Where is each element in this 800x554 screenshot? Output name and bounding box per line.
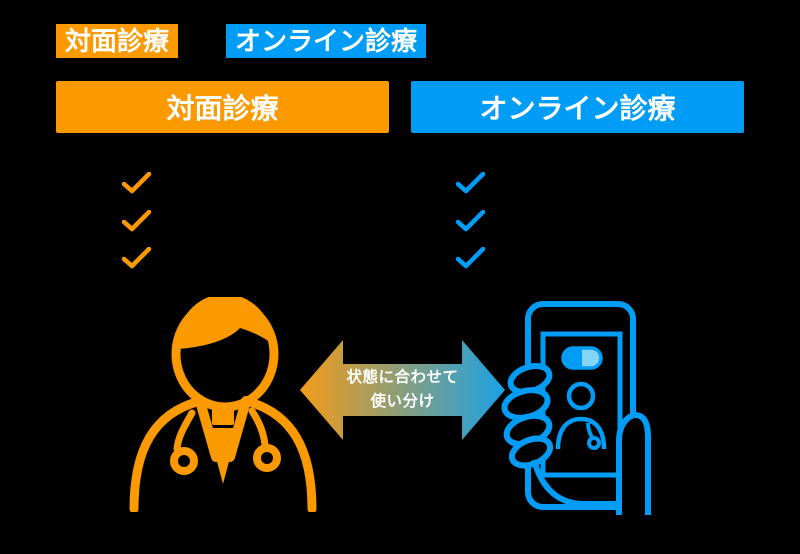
check-icon: [122, 210, 152, 232]
check-icon: [122, 172, 152, 194]
legend-label-in-person: 対面診療: [56, 24, 179, 58]
check-icon: [456, 247, 486, 269]
doctor-tie: [208, 407, 238, 484]
doctor-hair: [175, 297, 274, 349]
arrow-caption: 状態に合わせて 使い分け: [300, 340, 505, 440]
column-header-in-person: 対面診療: [56, 81, 389, 133]
arrow-caption-line2: 使い分け: [370, 393, 435, 410]
check-icon: [122, 247, 152, 269]
pill-icon: [561, 346, 603, 370]
hand: [501, 363, 652, 515]
two-way-arrow-icon: [300, 340, 505, 440]
two-way-arrow: 状態に合わせて 使い分け: [300, 340, 505, 440]
arrow-caption-line1: 状態に合わせて: [346, 369, 459, 386]
check-icon: [456, 172, 486, 194]
smartphone-in-hand-icon: [501, 301, 652, 515]
legend-label-online: オンライン診療: [226, 24, 427, 58]
on-screen-doctor-icon: [555, 381, 607, 450]
column-header-online: オンライン診療: [411, 81, 744, 133]
check-icon: [456, 210, 486, 232]
doctor-icon: [129, 297, 317, 512]
